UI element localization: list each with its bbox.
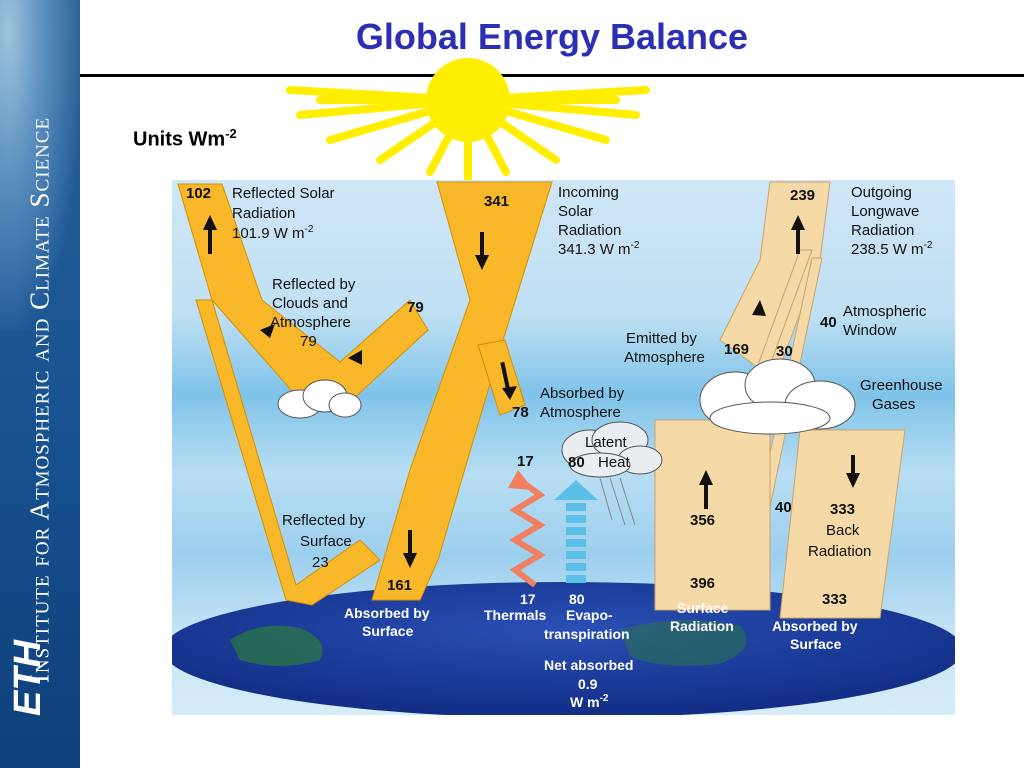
reflected-clouds-value: 79	[407, 299, 424, 316]
back-radiation-label: Back	[826, 522, 860, 539]
earth-glow	[0, 0, 80, 330]
latent-heat-label: Latent	[585, 434, 628, 451]
units-label: Units Wm-2	[133, 126, 237, 152]
slide-title: Global Energy Balance	[355, 16, 749, 57]
evapotranspiration-value: 80	[569, 591, 585, 607]
reflected-surface-stream	[195, 299, 381, 606]
absorbed-surface-333-label: Absorbed by	[772, 618, 858, 634]
sidebar-banner: Institute for Atmospheric and Climate Sc…	[0, 0, 80, 768]
surface-radiation-value: 396	[690, 575, 715, 592]
greenhouse-label: Greenhouse	[860, 377, 943, 394]
evapotranspiration-label: Evapo-	[566, 607, 613, 623]
incoming-solar-label: Solar	[558, 203, 593, 220]
surface-radiation-label: Surface	[677, 600, 729, 616]
reflected-solar-label: Reflected Solar	[232, 185, 335, 202]
window-40-value: 40	[775, 499, 792, 516]
absorbed-atmosphere-value: 78	[512, 404, 529, 421]
net-absorbed-value: 0.9	[578, 676, 598, 692]
outgoing-longwave-label: Longwave	[851, 203, 919, 220]
absorbed-surface-333-label: Surface	[790, 636, 842, 652]
incoming-solar-label: Incoming	[558, 184, 619, 201]
back-radiation-label: Radiation	[808, 543, 871, 560]
outgoing-longwave-value-text: 238.5 W m-2	[851, 240, 933, 258]
reflected-clouds-label: Reflected by	[272, 276, 356, 293]
net-absorbed-label: Net absorbed	[544, 657, 633, 673]
absorbed-surface-333-value: 333	[822, 591, 847, 608]
reflected-clouds-label: Atmosphere	[270, 314, 351, 331]
reflected-solar-value: 102	[186, 185, 211, 202]
greenhouse-label: Gases	[872, 396, 915, 413]
absorbed-atmosphere-stream	[477, 339, 526, 416]
cloud-icon	[277, 379, 362, 419]
rain-icon	[599, 477, 636, 526]
greenhouse-cloud-icon	[699, 358, 856, 435]
absorbed-surface-161-value: 161	[387, 577, 412, 594]
back-radiation-value: 333	[830, 501, 855, 518]
thermals-label: Thermals	[484, 607, 546, 623]
atmospheric-window-label: Window	[843, 322, 897, 339]
incoming-solar-value: 341	[484, 193, 509, 210]
reflected-clouds-value-text: 79	[300, 333, 317, 350]
outgoing-longwave-label: Radiation	[851, 222, 914, 239]
outgoing-longwave-value: 239	[790, 187, 815, 204]
reflected-surface-label: Surface	[300, 533, 352, 550]
reflected-surface-label: Reflected by	[282, 512, 366, 529]
outgoing-longwave-label: Outgoing	[851, 184, 912, 201]
reflected-clouds-label: Clouds and	[272, 295, 348, 312]
landmass-shape	[620, 619, 747, 666]
surface-radiation-label: Radiation	[670, 618, 734, 634]
window-30-value: 30	[776, 343, 793, 360]
surface-radiation-up-value: 356	[690, 512, 715, 529]
title-divider	[80, 74, 1024, 77]
atmospheric-window-value: 40	[820, 314, 837, 331]
latent-heat-cloud-icon	[561, 421, 663, 478]
emitted-atmosphere-value: 169	[724, 341, 749, 358]
absorbed-surface-161-label: Absorbed by	[344, 605, 430, 621]
latent-heat-label: Heat	[598, 454, 631, 471]
earth-surface	[172, 582, 955, 715]
absorbed-atmosphere-label: Atmosphere	[540, 404, 621, 421]
reflected-surface-value: 23	[312, 554, 329, 571]
absorbed-atmosphere-label: Absorbed by	[540, 385, 625, 402]
units-text: Units Wm	[133, 128, 226, 151]
landmass-shape	[230, 625, 323, 666]
emitted-atmosphere-label: Emitted by	[626, 330, 697, 347]
incoming-solar-stream	[371, 181, 553, 601]
latent-heat-value: 80	[568, 454, 585, 471]
thermals-value: 17	[520, 591, 536, 607]
reflected-solar-stream	[177, 183, 429, 401]
evapotranspiration-label: transpiration	[544, 626, 630, 642]
emitted-atmosphere-label: Atmosphere	[624, 349, 705, 366]
flow-arrows	[203, 215, 860, 568]
incoming-solar-label: Radiation	[558, 222, 621, 239]
reflected-solar-label: Radiation	[232, 205, 295, 222]
thermals-top-value: 17	[517, 453, 534, 470]
atmospheric-window-label: Atmospheric	[843, 303, 927, 320]
units-exponent: -2	[225, 126, 237, 141]
sun-icon	[286, 58, 650, 182]
absorbed-surface-161-label: Surface	[362, 623, 414, 639]
net-absorbed-unit: W m-2	[570, 693, 609, 710]
incoming-solar-value-text: 341.3 W m-2	[558, 240, 640, 258]
back-radiation-column	[779, 429, 906, 619]
evapotranspiration-arrow	[554, 480, 598, 583]
thermals-arrow	[509, 477, 546, 588]
reflected-solar-value-text: 101.9 W m-2	[232, 224, 314, 242]
thermals-arrowhead	[508, 470, 534, 490]
